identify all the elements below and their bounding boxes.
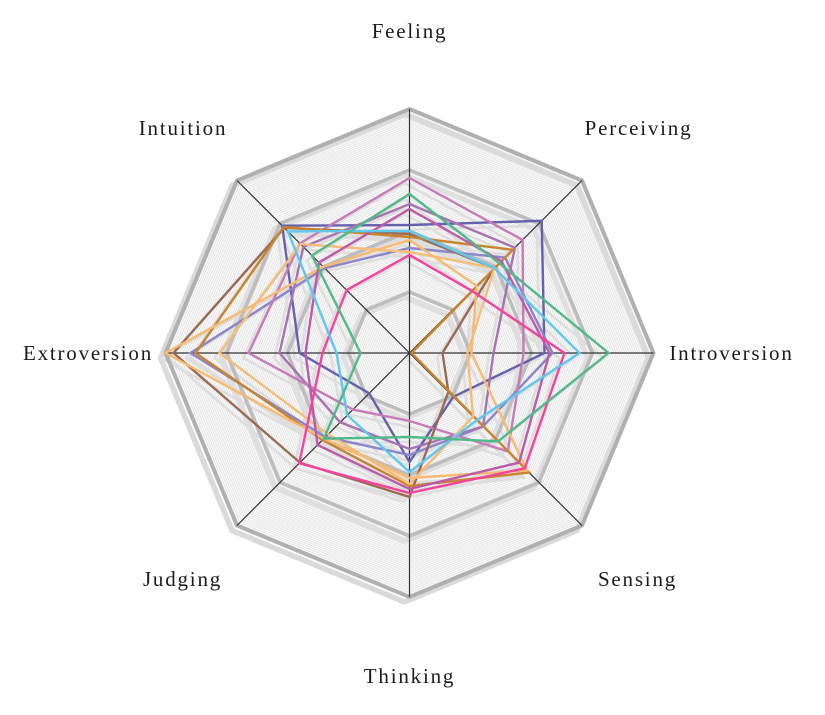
svg-text:Judging: Judging (143, 567, 222, 591)
svg-text:Perceiving: Perceiving (585, 116, 693, 140)
svg-text:Sensing: Sensing (598, 567, 677, 591)
svg-text:Extroversion: Extroversion (23, 341, 153, 365)
svg-text:Feeling: Feeling (372, 19, 448, 43)
svg-text:Intuition: Intuition (139, 116, 228, 140)
svg-text:Thinking: Thinking (364, 664, 455, 688)
svg-text:Introversion: Introversion (669, 341, 793, 365)
